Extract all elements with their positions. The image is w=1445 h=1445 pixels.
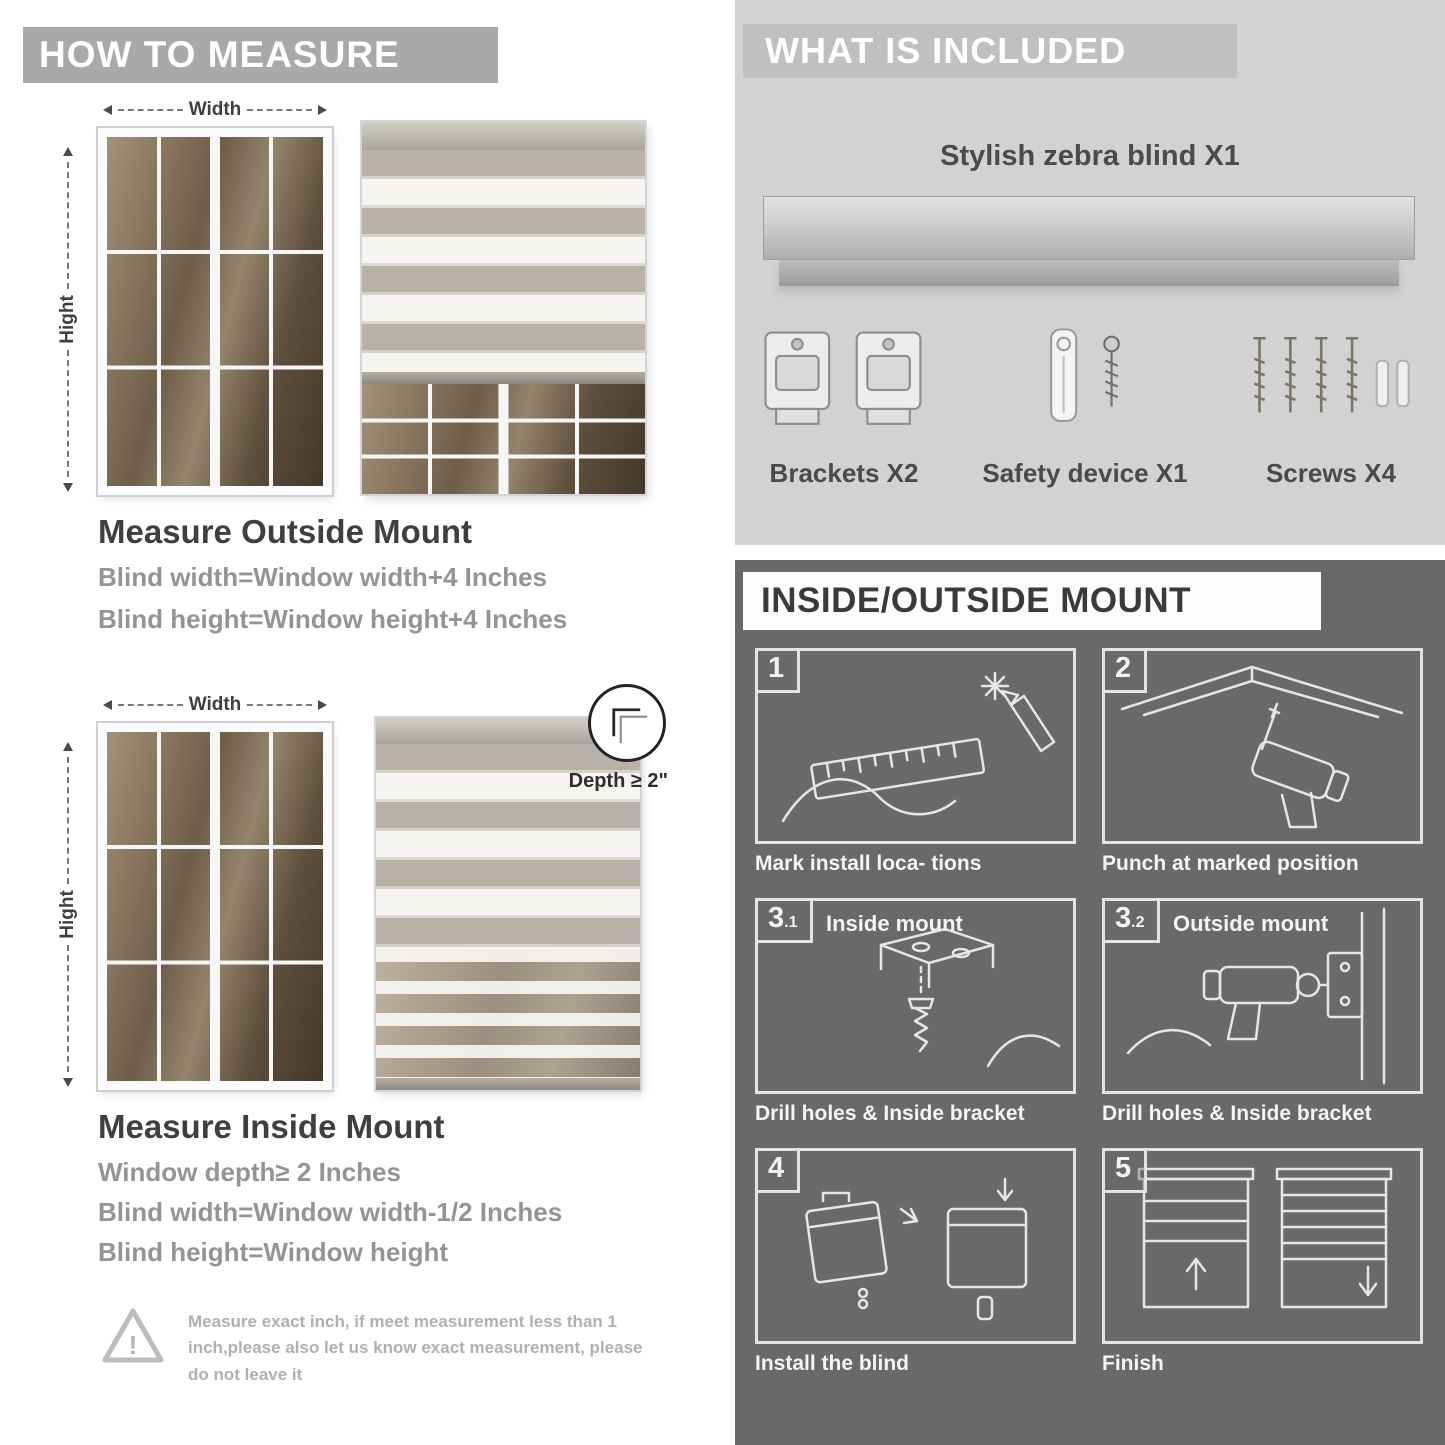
- included-items-row: Brackets X2 Safety device X1: [759, 322, 1421, 489]
- mount-steps-grid: 1: [755, 648, 1423, 1376]
- window-glass: [107, 732, 323, 1081]
- inside-mount-tag: Inside mount: [826, 911, 963, 936]
- safety-device-item: Safety device X1: [982, 322, 1188, 489]
- step-caption: Mark install loca- tions: [755, 852, 982, 875]
- install-blind-illustration: [805, 1177, 1028, 1321]
- step-number-badge: 3.1: [758, 901, 814, 943]
- width-label: Width: [188, 99, 242, 120]
- dashed-line: [247, 704, 312, 706]
- window-glass: [107, 137, 323, 486]
- step-panel-5: 5: [1102, 1148, 1423, 1376]
- mount-instructions-section: INSIDE/OUTSIDE MOUNT 1: [735, 560, 1445, 1445]
- outside-mount-tag: Outside mount: [1173, 911, 1329, 936]
- window-corner-icon: [612, 708, 648, 744]
- arrowhead-left-icon: [63, 1078, 73, 1092]
- zebra-blind-illustration-inside: Depth ≥ 2": [376, 684, 668, 1090]
- step-number-badge: 5: [1105, 1151, 1148, 1193]
- outside-formula-width: Blind width=Window width+4 Inches: [98, 562, 547, 592]
- outside-bracket-illustration: [1126, 907, 1386, 1085]
- depth-callout-circle: [588, 684, 666, 762]
- blind-item-label: Stylish zebra blind X1: [940, 140, 1240, 172]
- step-number-badge: 4: [758, 1151, 801, 1193]
- arrowhead-right-icon: [63, 736, 73, 751]
- safety-device-label: Safety device X1: [982, 458, 1188, 488]
- step-caption: Drill holes & Inside bracket: [755, 1102, 1025, 1125]
- height-label: Hight: [57, 890, 78, 939]
- punch-position-illustration: [1120, 665, 1404, 829]
- warning-triangle-icon: !: [100, 1305, 166, 1365]
- zebra-blind-illustration-outside: [362, 122, 645, 494]
- height-measure-arrow-inside: Hight: [57, 736, 78, 1092]
- arrowhead-left-icon: [98, 105, 112, 115]
- inside-formula-depth: Window depth≥ 2 Inches: [98, 1157, 401, 1187]
- arrowhead-right-icon: [63, 141, 73, 156]
- inside-bracket-illustration: [879, 927, 1061, 1068]
- screws-icon: [1253, 336, 1410, 413]
- blind-headrail: [362, 122, 645, 150]
- window-illustration-inside: [98, 723, 332, 1090]
- arrowhead-right-icon: [318, 105, 332, 115]
- what-is-included-title: WHAT IS INCLUDED: [765, 30, 1127, 71]
- dashed-line: [118, 109, 183, 111]
- dashed-line: [118, 704, 183, 706]
- brackets-item: Brackets X2: [759, 322, 929, 489]
- mount-header: INSIDE/OUTSIDE MOUNT: [743, 572, 1321, 630]
- outside-mount-title: Measure Outside Mount: [98, 513, 473, 550]
- dashed-line: [67, 944, 69, 1072]
- inside-mount-title: Measure Inside Mount: [98, 1108, 445, 1145]
- width-measure-arrow-outside: Width: [98, 99, 332, 120]
- arrowhead-left-icon: [98, 700, 112, 710]
- step-panel-1: 1: [755, 648, 1076, 876]
- what-is-included-section: WHAT IS INCLUDED Stylish zebra blind X1: [735, 0, 1445, 545]
- dashed-line: [67, 756, 69, 885]
- width-measure-arrow-inside: Width: [98, 694, 332, 715]
- step-number-badge: 3.2: [1105, 901, 1161, 943]
- finish-illustration: [1137, 1167, 1393, 1309]
- step-panel-2: 2 Pun: [1102, 648, 1423, 876]
- window-illustration-outside: [98, 128, 332, 495]
- blind-bottom-rail: [376, 1078, 640, 1090]
- step-caption: Install the blind: [755, 1352, 910, 1375]
- blind-sheer-area: [376, 949, 640, 1078]
- step-panel-3-1: 3.1 Inside mount Drill holes & Insi: [755, 898, 1076, 1126]
- dashed-line: [247, 109, 312, 111]
- brackets-label: Brackets X2: [769, 458, 919, 488]
- blind-stripes: [376, 744, 640, 949]
- warning-text: Measure exact inch, if meet measurement …: [188, 1312, 643, 1384]
- inside-formula-height: Blind height=Window height: [98, 1237, 448, 1267]
- depth-label: Depth ≥ 2": [568, 770, 668, 792]
- height-label: Hight: [57, 295, 78, 344]
- step-number-badge: 2: [1105, 651, 1148, 693]
- outside-formula-height: Blind height=Window height+4 Inches: [98, 604, 568, 634]
- mark-location-illustration: [781, 671, 1056, 823]
- what-is-included-header: WHAT IS INCLUDED: [743, 24, 1237, 78]
- step-panel-4: 4: [755, 1148, 1076, 1376]
- blind-bottom-rail: [362, 372, 645, 384]
- mount-title: INSIDE/OUTSIDE MOUNT: [761, 581, 1192, 620]
- width-label: Width: [188, 694, 242, 715]
- inside-formula-width: Blind width=Window width-1/2 Inches: [98, 1197, 563, 1227]
- headrail-illustration: [763, 196, 1415, 260]
- screws-label: Screws X4: [1265, 458, 1397, 488]
- screws-item: Screws X4: [1241, 322, 1421, 489]
- dashed-line: [67, 161, 69, 290]
- step-panel-3-2: 3.2 Outside mount: [1102, 898, 1423, 1126]
- safety-device-icon: [1050, 328, 1121, 423]
- warning-note: ! Measure exact inch, if meet measuremen…: [100, 1305, 645, 1388]
- brackets-icon: [764, 331, 922, 425]
- step-caption: Punch at marked position: [1102, 852, 1359, 875]
- step-caption: Drill holes & Inside bracket: [1102, 1102, 1372, 1125]
- how-to-measure-header: HOW TO MEASURE: [23, 27, 498, 83]
- step-number-badge: 1: [758, 651, 801, 693]
- arrowhead-left-icon: [63, 483, 73, 497]
- step-caption: Finish: [1102, 1352, 1164, 1375]
- exclamation-glyph: !: [128, 1330, 138, 1360]
- arrowhead-right-icon: [318, 700, 332, 710]
- blind-stripes: [362, 150, 645, 372]
- headrail-valance-illustration: [779, 260, 1399, 286]
- window-lower-panes: [362, 384, 645, 494]
- height-measure-arrow-outside: Hight: [57, 141, 78, 497]
- dashed-line: [67, 349, 69, 477]
- how-to-measure-title: HOW TO MEASURE: [39, 34, 400, 75]
